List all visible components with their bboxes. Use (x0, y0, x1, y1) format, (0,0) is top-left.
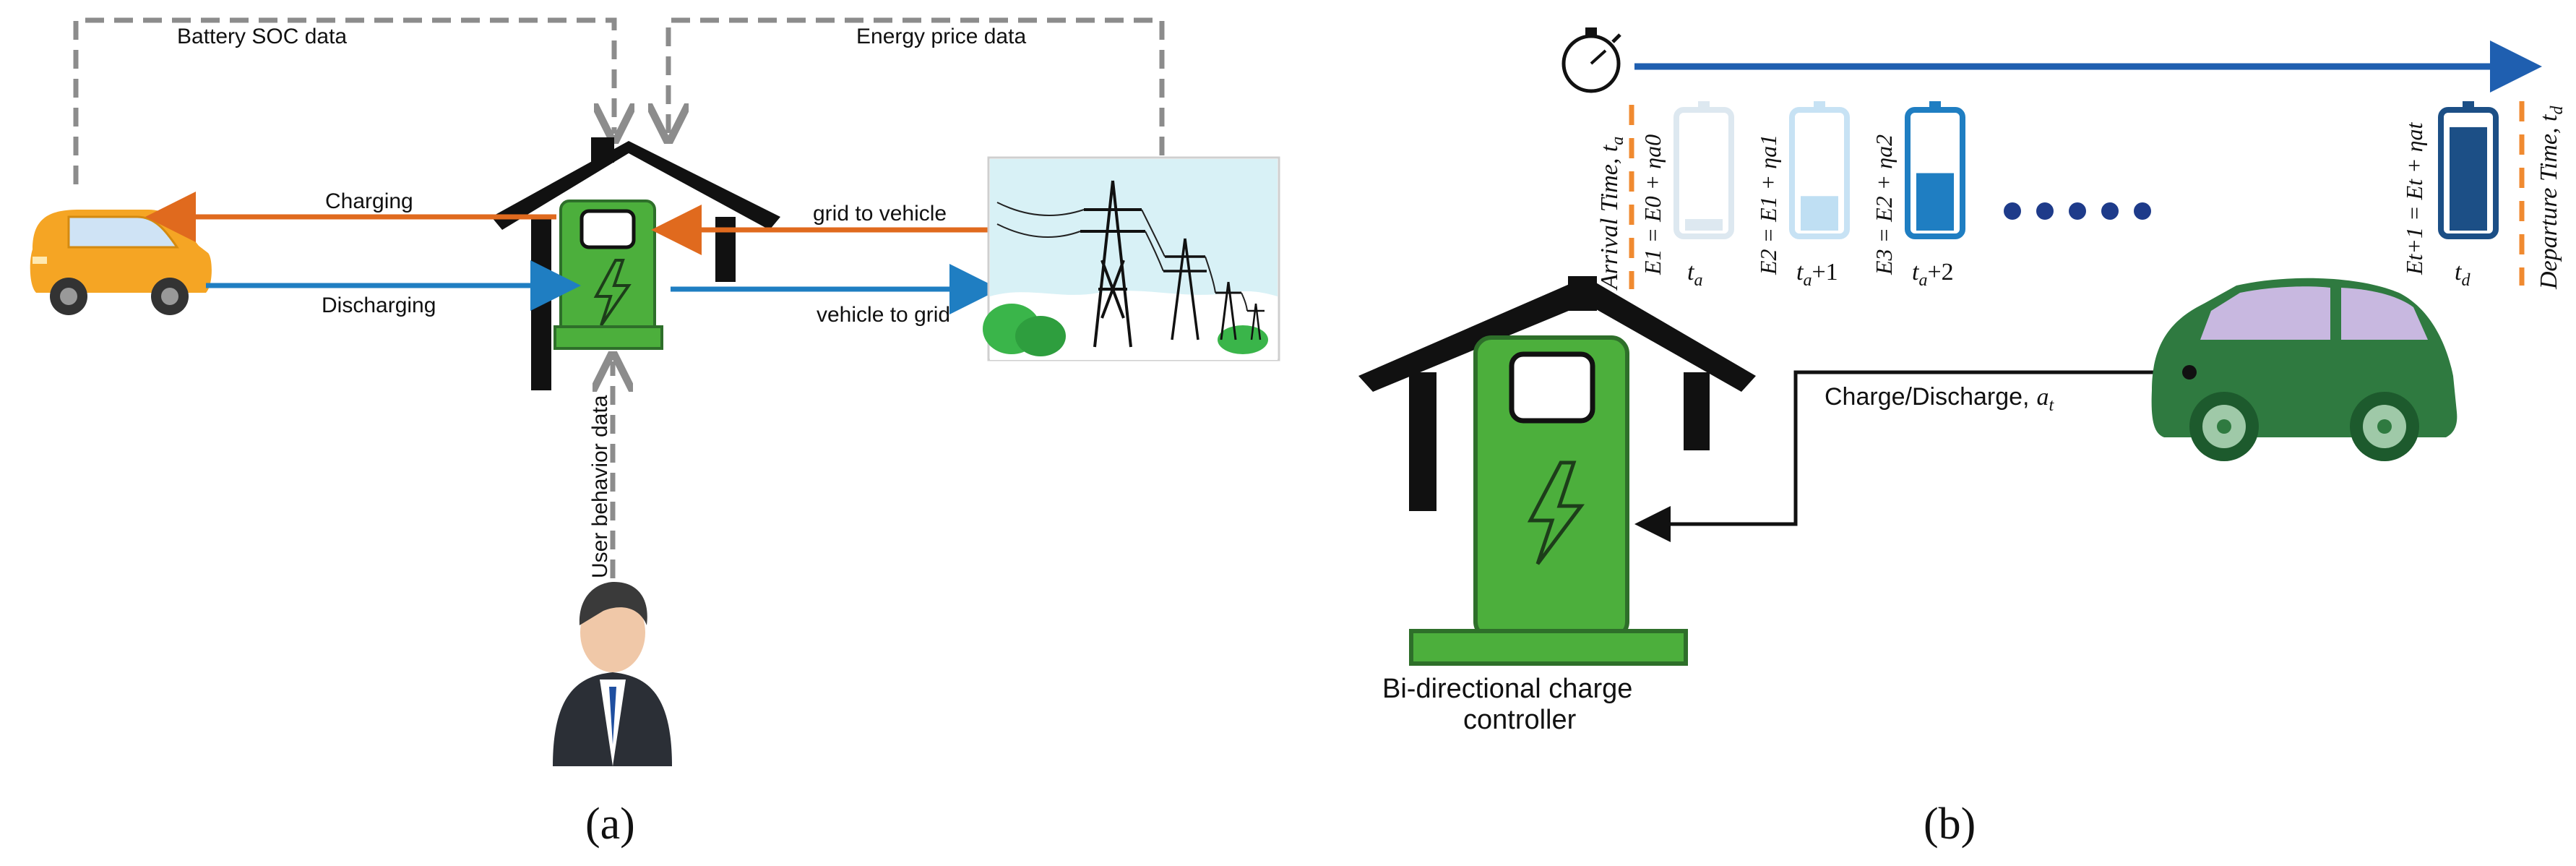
charging-label: Charging (325, 189, 413, 213)
ellipsis-dots (2004, 202, 2151, 220)
charge-discharge-line (1634, 370, 2189, 542)
battery-step: E2 = E1 + ηa1 ta+1 (1755, 101, 1850, 290)
time-step-label: ta+2 (1912, 259, 1954, 290)
energy-price-data-line (668, 17, 1165, 155)
orange-car-icon (30, 210, 212, 315)
battery-equation: Et+1 = Et + ηat (2401, 121, 2427, 275)
battery-level-fill (1916, 173, 1954, 231)
battery-step: E3 = E2 + ηa2 ta+2 (1871, 101, 1965, 290)
stopwatch-icon (1561, 27, 1621, 93)
charger-station-icon (1409, 335, 1688, 666)
grid-to-vehicle-label: grid to vehicle (813, 202, 947, 226)
green-car-icon (2151, 278, 2457, 461)
charger-station-icon (553, 200, 663, 350)
power-grid-icon (983, 156, 1280, 361)
vehicle-to-grid-label: vehicle to grid (817, 303, 950, 327)
battery-equation: E3 = E2 + ηa2 (1871, 134, 1897, 275)
house-icon (1358, 276, 1756, 511)
time-step-label: ta (1687, 259, 1702, 290)
user-person-icon (553, 582, 672, 766)
battery-level-fill (1801, 196, 1838, 231)
panel-a-caption: (a) (585, 799, 635, 849)
battery-level-fill (1685, 219, 1723, 231)
discharging-label: Discharging (322, 293, 436, 317)
controller-label-line2: controller (1463, 705, 1577, 735)
user-behavior-label: User behavior data (588, 395, 612, 578)
charge-discharge-label: Charge/Discharge,at (1825, 383, 2054, 415)
panel-a: Battery SOC data Energy price data User … (30, 17, 1280, 849)
battery-soc-label: Battery SOC data (177, 25, 347, 48)
panel-b: Arrival Time, ta Departure Time, td E1 =… (1358, 27, 2567, 849)
time-step-label: td (2455, 259, 2471, 290)
battery-step: Et+1 = Et + ηat td (2401, 101, 2499, 290)
time-step-label: ta+1 (1796, 259, 1838, 290)
battery-equation: E1 = E0 + ηa0 (1640, 134, 1666, 275)
departure-time-label: Departure Time, td (2536, 106, 2567, 290)
battery-equation: E2 = E1 + ηa1 (1755, 134, 1781, 275)
energy-price-label: Energy price data (856, 25, 1026, 48)
arrival-time-label: Arrival Time, ta (1596, 137, 1627, 291)
battery-level-fill (2450, 127, 2487, 231)
panel-b-caption: (b) (1924, 799, 1976, 849)
controller-label-line1: Bi-directional charge (1382, 674, 1632, 704)
battery-soc-data-line (73, 17, 614, 184)
battery-step: E1 = E0 + ηa0 ta (1640, 101, 1734, 290)
